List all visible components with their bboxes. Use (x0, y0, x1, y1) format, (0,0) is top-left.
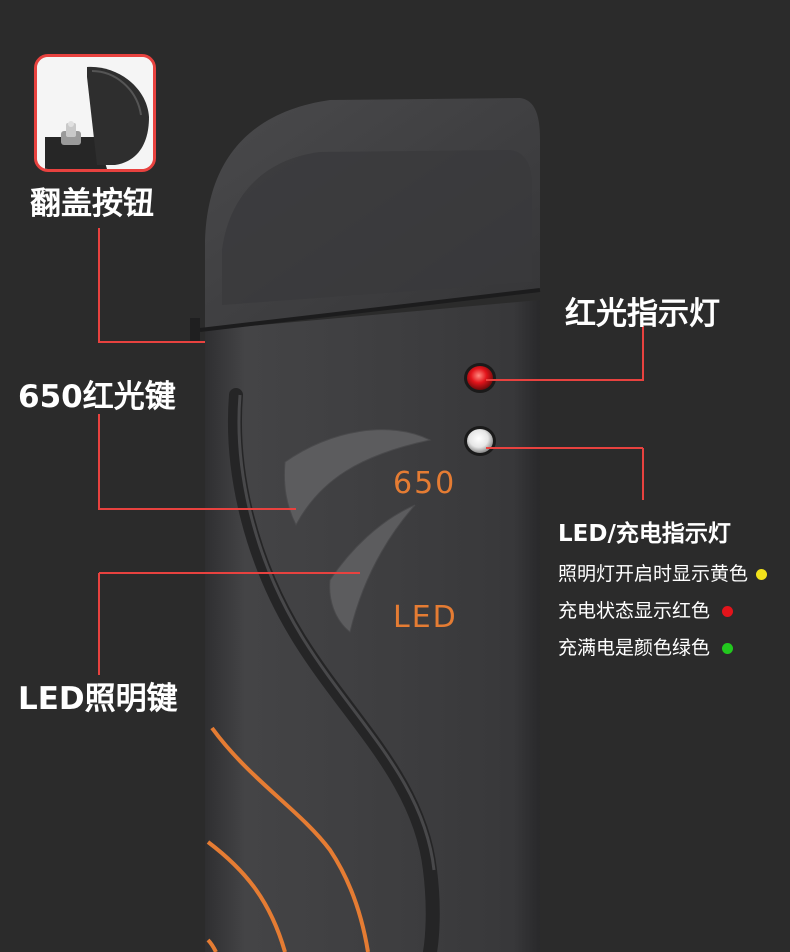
orange-wave-2 (206, 840, 287, 952)
device-seam (199, 288, 541, 332)
device-body (205, 300, 540, 952)
red-light-key-label: 650红光键 (18, 379, 176, 415)
indicator-note: 充满电是颜色绿色 (558, 633, 734, 660)
indicator-note-text: 充电状态显示红色 (558, 600, 711, 622)
indicator-note-text: 充满电是颜色绿色 (558, 637, 711, 659)
key-led-mark: LED (393, 600, 458, 635)
yellow-dot-icon (756, 569, 768, 580)
indicator-note: 照明灯开启时显示黄色 (558, 559, 768, 586)
orange-wave-1 (210, 726, 370, 952)
leader-lines (98, 228, 644, 675)
led-light-key-label: LED照明键 (18, 681, 178, 717)
red-dot-icon (722, 606, 734, 617)
key-led-shape (329, 504, 416, 633)
key-650-shape (283, 429, 432, 527)
green-dot-icon (722, 643, 734, 654)
flip-cover-button-label: 翻盖按钮 (30, 186, 154, 222)
orange-wave-3 (206, 938, 218, 952)
indicator-note: 充电状态显示红色 (558, 596, 734, 623)
key-650-mark: 650 (393, 466, 457, 501)
red-light-indicator-label: 红光指示灯 (565, 296, 720, 332)
led-charge-indicator-label: LED/充电指示灯 (558, 521, 731, 547)
indicator-note-text: 照明灯开启时显示黄色 (558, 563, 749, 585)
device-groove (227, 388, 440, 952)
device-cap-chamfer (222, 150, 532, 305)
flip-cover-thumbnail (34, 54, 156, 172)
flip-cover-image (37, 57, 153, 169)
